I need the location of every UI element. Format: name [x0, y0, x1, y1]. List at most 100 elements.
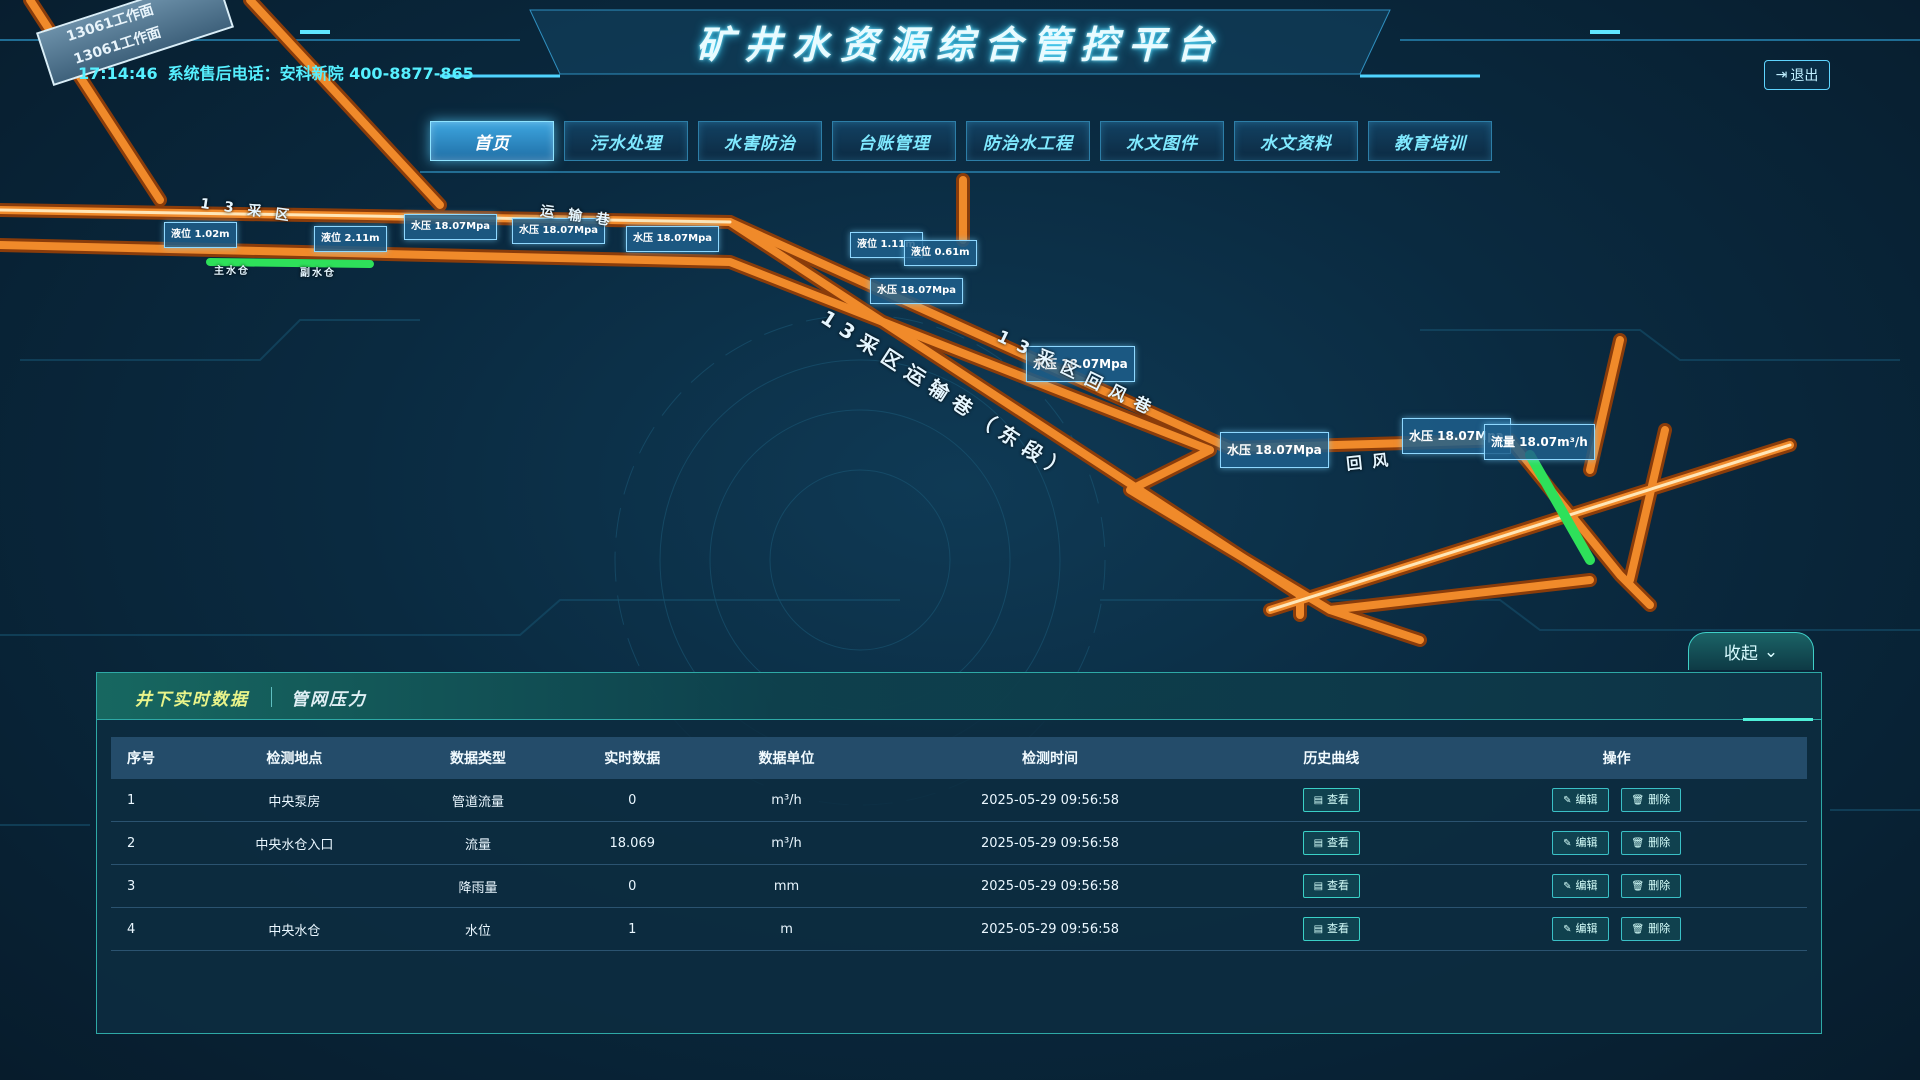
trash-icon: 🗑	[1631, 838, 1645, 849]
sensor-label[interactable]: 液位 2.11m	[314, 226, 387, 252]
sensor-label[interactable]: 水压 18.07Mpa	[626, 226, 719, 252]
trash-icon: 🗑	[1631, 795, 1645, 806]
col-unit: 数据单位	[709, 737, 864, 779]
sensor-label[interactable]: 流量 18.07m³/h	[1484, 424, 1595, 460]
cell-actions: ✎编辑 🗑删除	[1426, 907, 1807, 951]
trash-icon: 🗑	[1631, 924, 1645, 935]
edit-button[interactable]: ✎编辑	[1552, 917, 1609, 941]
chart-icon: ▤	[1313, 881, 1324, 892]
sensor-label[interactable]: 水压 18.07Mpa	[1220, 432, 1329, 468]
cell-type: 流量	[400, 821, 556, 865]
cell-value: 0	[555, 779, 710, 822]
nav-item-sewage[interactable]: 污水处理	[564, 121, 688, 161]
view-button[interactable]: ▤查看	[1302, 788, 1361, 812]
cell-history: ▤查看	[1236, 907, 1427, 951]
sensor-label[interactable]: 水压 18.07Mpa	[512, 218, 605, 244]
edit-label: 编辑	[1575, 836, 1598, 849]
pipe-network	[0, 0, 1797, 647]
table-row: 1 中央泵房 管道流量 0 m³/h 2025-05-29 09:56:58 ▤…	[111, 779, 1807, 822]
delete-label: 删除	[1648, 793, 1671, 806]
cell-time: 2025-05-29 09:56:58	[863, 907, 1237, 951]
view-label: 查看	[1327, 793, 1350, 806]
delete-button[interactable]: 🗑删除	[1620, 874, 1682, 898]
nav-item-hydro-docs[interactable]: 水文资料	[1234, 121, 1358, 161]
tab-realtime-data[interactable]: 井下实时数据	[135, 690, 249, 710]
tab-pipe-pressure[interactable]: 管网压力	[291, 690, 367, 710]
col-time: 检测时间	[863, 737, 1237, 779]
panel-tabs: 井下实时数据 管网压力	[97, 673, 1821, 721]
nav-item-hydro-maps[interactable]: 水文图件	[1100, 121, 1224, 161]
cell-history: ▤查看	[1236, 864, 1427, 908]
edit-button[interactable]: ✎编辑	[1552, 788, 1609, 812]
nav-item-water-hazard[interactable]: 水害防治	[698, 121, 822, 161]
cell-time: 2025-05-29 09:56:58	[863, 821, 1237, 865]
cell-location: 中央水仓入口	[188, 821, 401, 865]
delete-label: 删除	[1648, 922, 1671, 935]
cell-unit: m³/h	[709, 821, 864, 865]
table-row: 4 中央水仓 水位 1 m 2025-05-29 09:56:58 ▤查看 ✎编…	[111, 907, 1807, 951]
header-frame	[0, 9, 1920, 173]
logout-icon: ⇥	[1775, 67, 1788, 83]
cell-no: 1	[111, 779, 188, 822]
sensor-label[interactable]: 液位 0.61m	[904, 240, 977, 266]
table-header-row: 序号 检测地点 数据类型 实时数据 数据单位 检测时间 历史曲线 操作	[111, 737, 1807, 779]
tab-divider	[271, 687, 272, 707]
cell-location: 中央泵房	[188, 779, 401, 822]
col-no: 序号	[111, 737, 188, 779]
chart-icon: ▤	[1313, 795, 1324, 806]
table-row: 3 降雨量 0 mm 2025-05-29 09:56:58 ▤查看 ✎编辑🗑删…	[111, 864, 1807, 908]
delete-button[interactable]: 🗑删除	[1620, 831, 1682, 855]
edit-button[interactable]: ✎编辑	[1552, 874, 1609, 898]
view-button[interactable]: ▤查看	[1302, 917, 1361, 941]
view-label: 查看	[1327, 836, 1350, 849]
cell-actions: ✎编辑 🗑删除	[1426, 864, 1807, 908]
view-button[interactable]: ▤查看	[1302, 874, 1361, 898]
nav-item-ledger[interactable]: 台账管理	[832, 121, 956, 161]
chart-icon: ▤	[1313, 924, 1324, 935]
delete-button[interactable]: 🗑删除	[1620, 788, 1682, 812]
pencil-icon: ✎	[1563, 795, 1572, 806]
clock: 17:14:46	[78, 64, 158, 83]
nav-item-home[interactable]: 首页	[430, 121, 554, 161]
view-label: 查看	[1327, 879, 1350, 892]
cell-location: 中央水仓	[188, 907, 401, 951]
delete-label: 删除	[1648, 879, 1671, 892]
cell-no: 4	[111, 907, 188, 951]
sensor-label[interactable]: 水压 18.07Mpa	[1026, 346, 1135, 382]
logout-button[interactable]: ⇥ 退出	[1764, 60, 1830, 90]
data-table: 序号 检测地点 数据类型 实时数据 数据单位 检测时间 历史曲线 操作 1 中央…	[111, 737, 1807, 951]
cell-no: 3	[111, 864, 188, 908]
nav-item-water-works[interactable]: 防治水工程	[966, 121, 1090, 161]
sensor-label[interactable]: 水压 18.07Mpa	[870, 278, 963, 304]
edit-button[interactable]: ✎编辑	[1552, 831, 1609, 855]
nav-item-training[interactable]: 教育培训	[1368, 121, 1492, 161]
chart-icon: ▤	[1313, 838, 1324, 849]
cell-actions: ✎编辑 🗑删除	[1426, 821, 1807, 865]
cell-time: 2025-05-29 09:56:58	[863, 779, 1237, 822]
view-button[interactable]: ▤查看	[1302, 831, 1361, 855]
cell-value: 18.069	[555, 821, 710, 865]
roadway-label: 主水仓	[214, 266, 250, 277]
cell-unit: mm	[709, 864, 864, 908]
cell-location	[188, 864, 401, 908]
main-nav: 首页 污水处理 水害防治 台账管理 防治水工程 水文图件 水文资料 教育培训	[430, 121, 1492, 161]
delete-button[interactable]: 🗑删除	[1620, 917, 1682, 941]
edit-label: 编辑	[1575, 879, 1598, 892]
col-type: 数据类型	[400, 737, 556, 779]
pencil-icon: ✎	[1563, 838, 1572, 849]
sensor-label[interactable]: 液位 1.02m	[164, 222, 237, 248]
pencil-icon: ✎	[1563, 924, 1572, 935]
collapse-button[interactable]: 收起 ⌄	[1688, 632, 1814, 670]
cell-type: 管道流量	[400, 779, 556, 822]
sensor-label[interactable]: 水压 18.07Mpa	[404, 214, 497, 240]
logout-label: 退出	[1790, 68, 1819, 84]
view-label: 查看	[1327, 922, 1350, 935]
delete-label: 删除	[1648, 836, 1671, 849]
col-value: 实时数据	[555, 737, 710, 779]
trash-icon: 🗑	[1631, 881, 1645, 892]
cell-history: ▤查看	[1236, 821, 1427, 865]
roadway-label: 副水仓	[300, 268, 336, 279]
table-row: 2 中央水仓入口 流量 18.069 m³/h 2025-05-29 09:56…	[111, 821, 1807, 865]
